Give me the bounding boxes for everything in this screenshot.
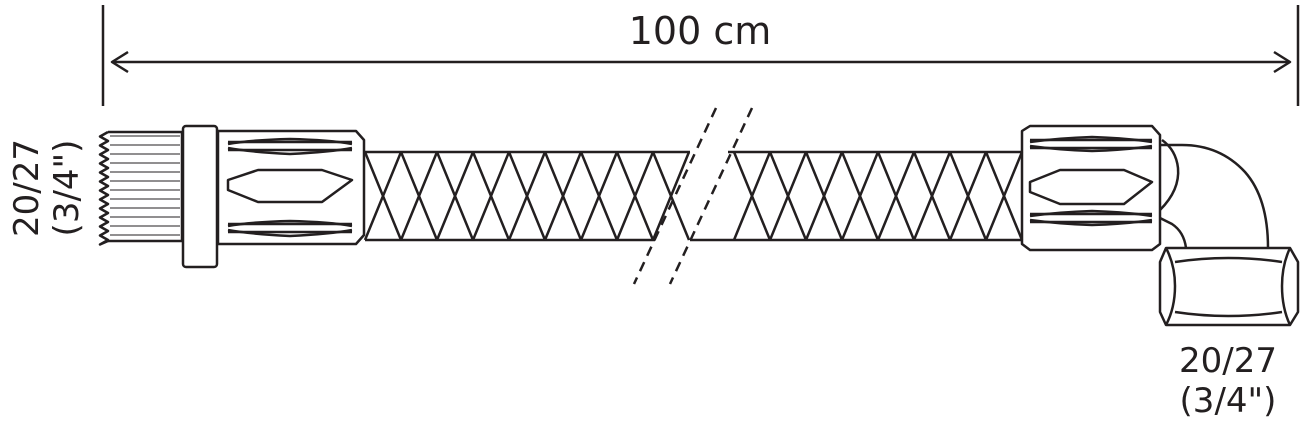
left-hex-nut xyxy=(216,129,366,246)
right-inch-label: (3/4") xyxy=(1180,381,1277,421)
male-thread-end xyxy=(98,124,219,269)
break-marks xyxy=(632,107,754,285)
right-hex-nut xyxy=(1020,124,1162,252)
female-hex-nut xyxy=(1158,246,1300,327)
right-size-label: 20/27 xyxy=(1179,341,1277,381)
elbow-fitting xyxy=(1159,138,1270,249)
arrow-right-icon xyxy=(1273,50,1292,74)
dimension-line xyxy=(101,5,1300,106)
arrow-left-icon xyxy=(110,50,129,74)
braided-hose-left xyxy=(363,150,691,242)
left-inch-label: (3/4") xyxy=(47,140,87,237)
left-size-label: 20/27 xyxy=(7,139,47,237)
length-label: 100 cm xyxy=(629,9,772,53)
braided-hose-right xyxy=(690,150,1024,242)
